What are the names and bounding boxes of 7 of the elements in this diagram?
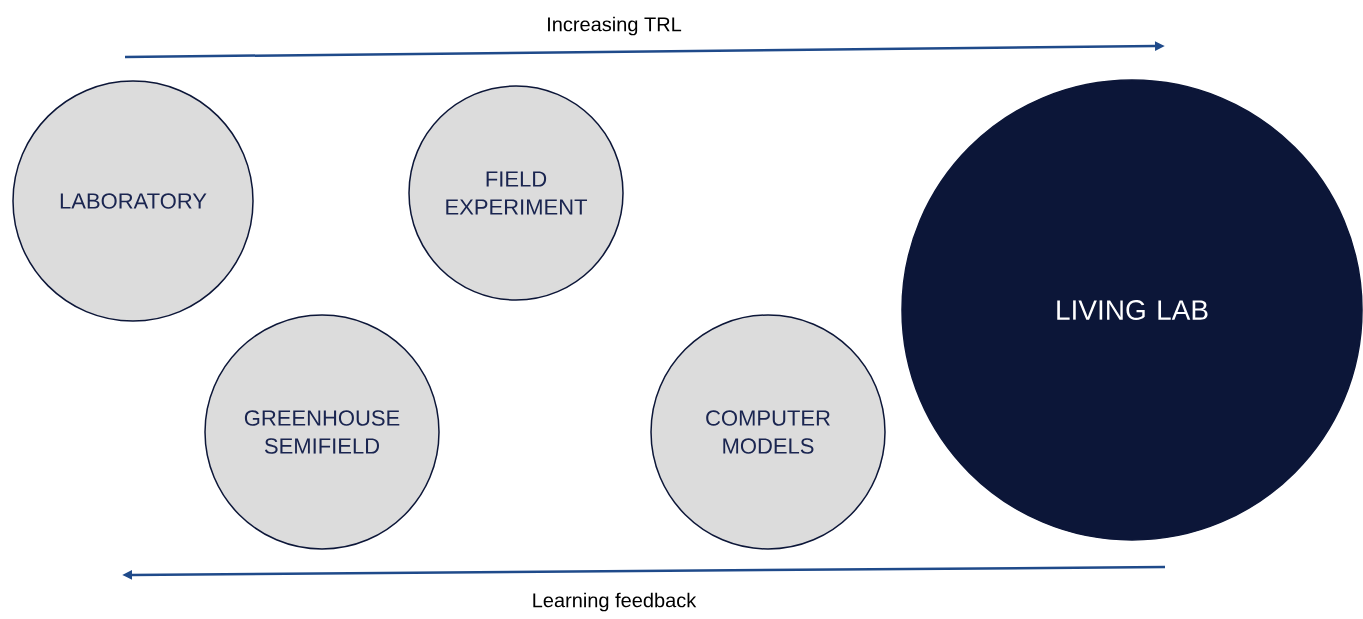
arrow-label: Learning feedback — [533, 592, 697, 612]
circle-node: LIVING LAB — [901, 79, 1363, 541]
circle-node: COMPUTER MODELS — [650, 314, 886, 550]
circle-node: FIELD EXPERIMENT — [408, 85, 624, 301]
circle-node: LABORATORY — [12, 80, 254, 322]
arrow-label: Increasing TRL — [548, 16, 682, 36]
circle-node: GREENHOUSE SEMIFIELD — [204, 314, 440, 550]
